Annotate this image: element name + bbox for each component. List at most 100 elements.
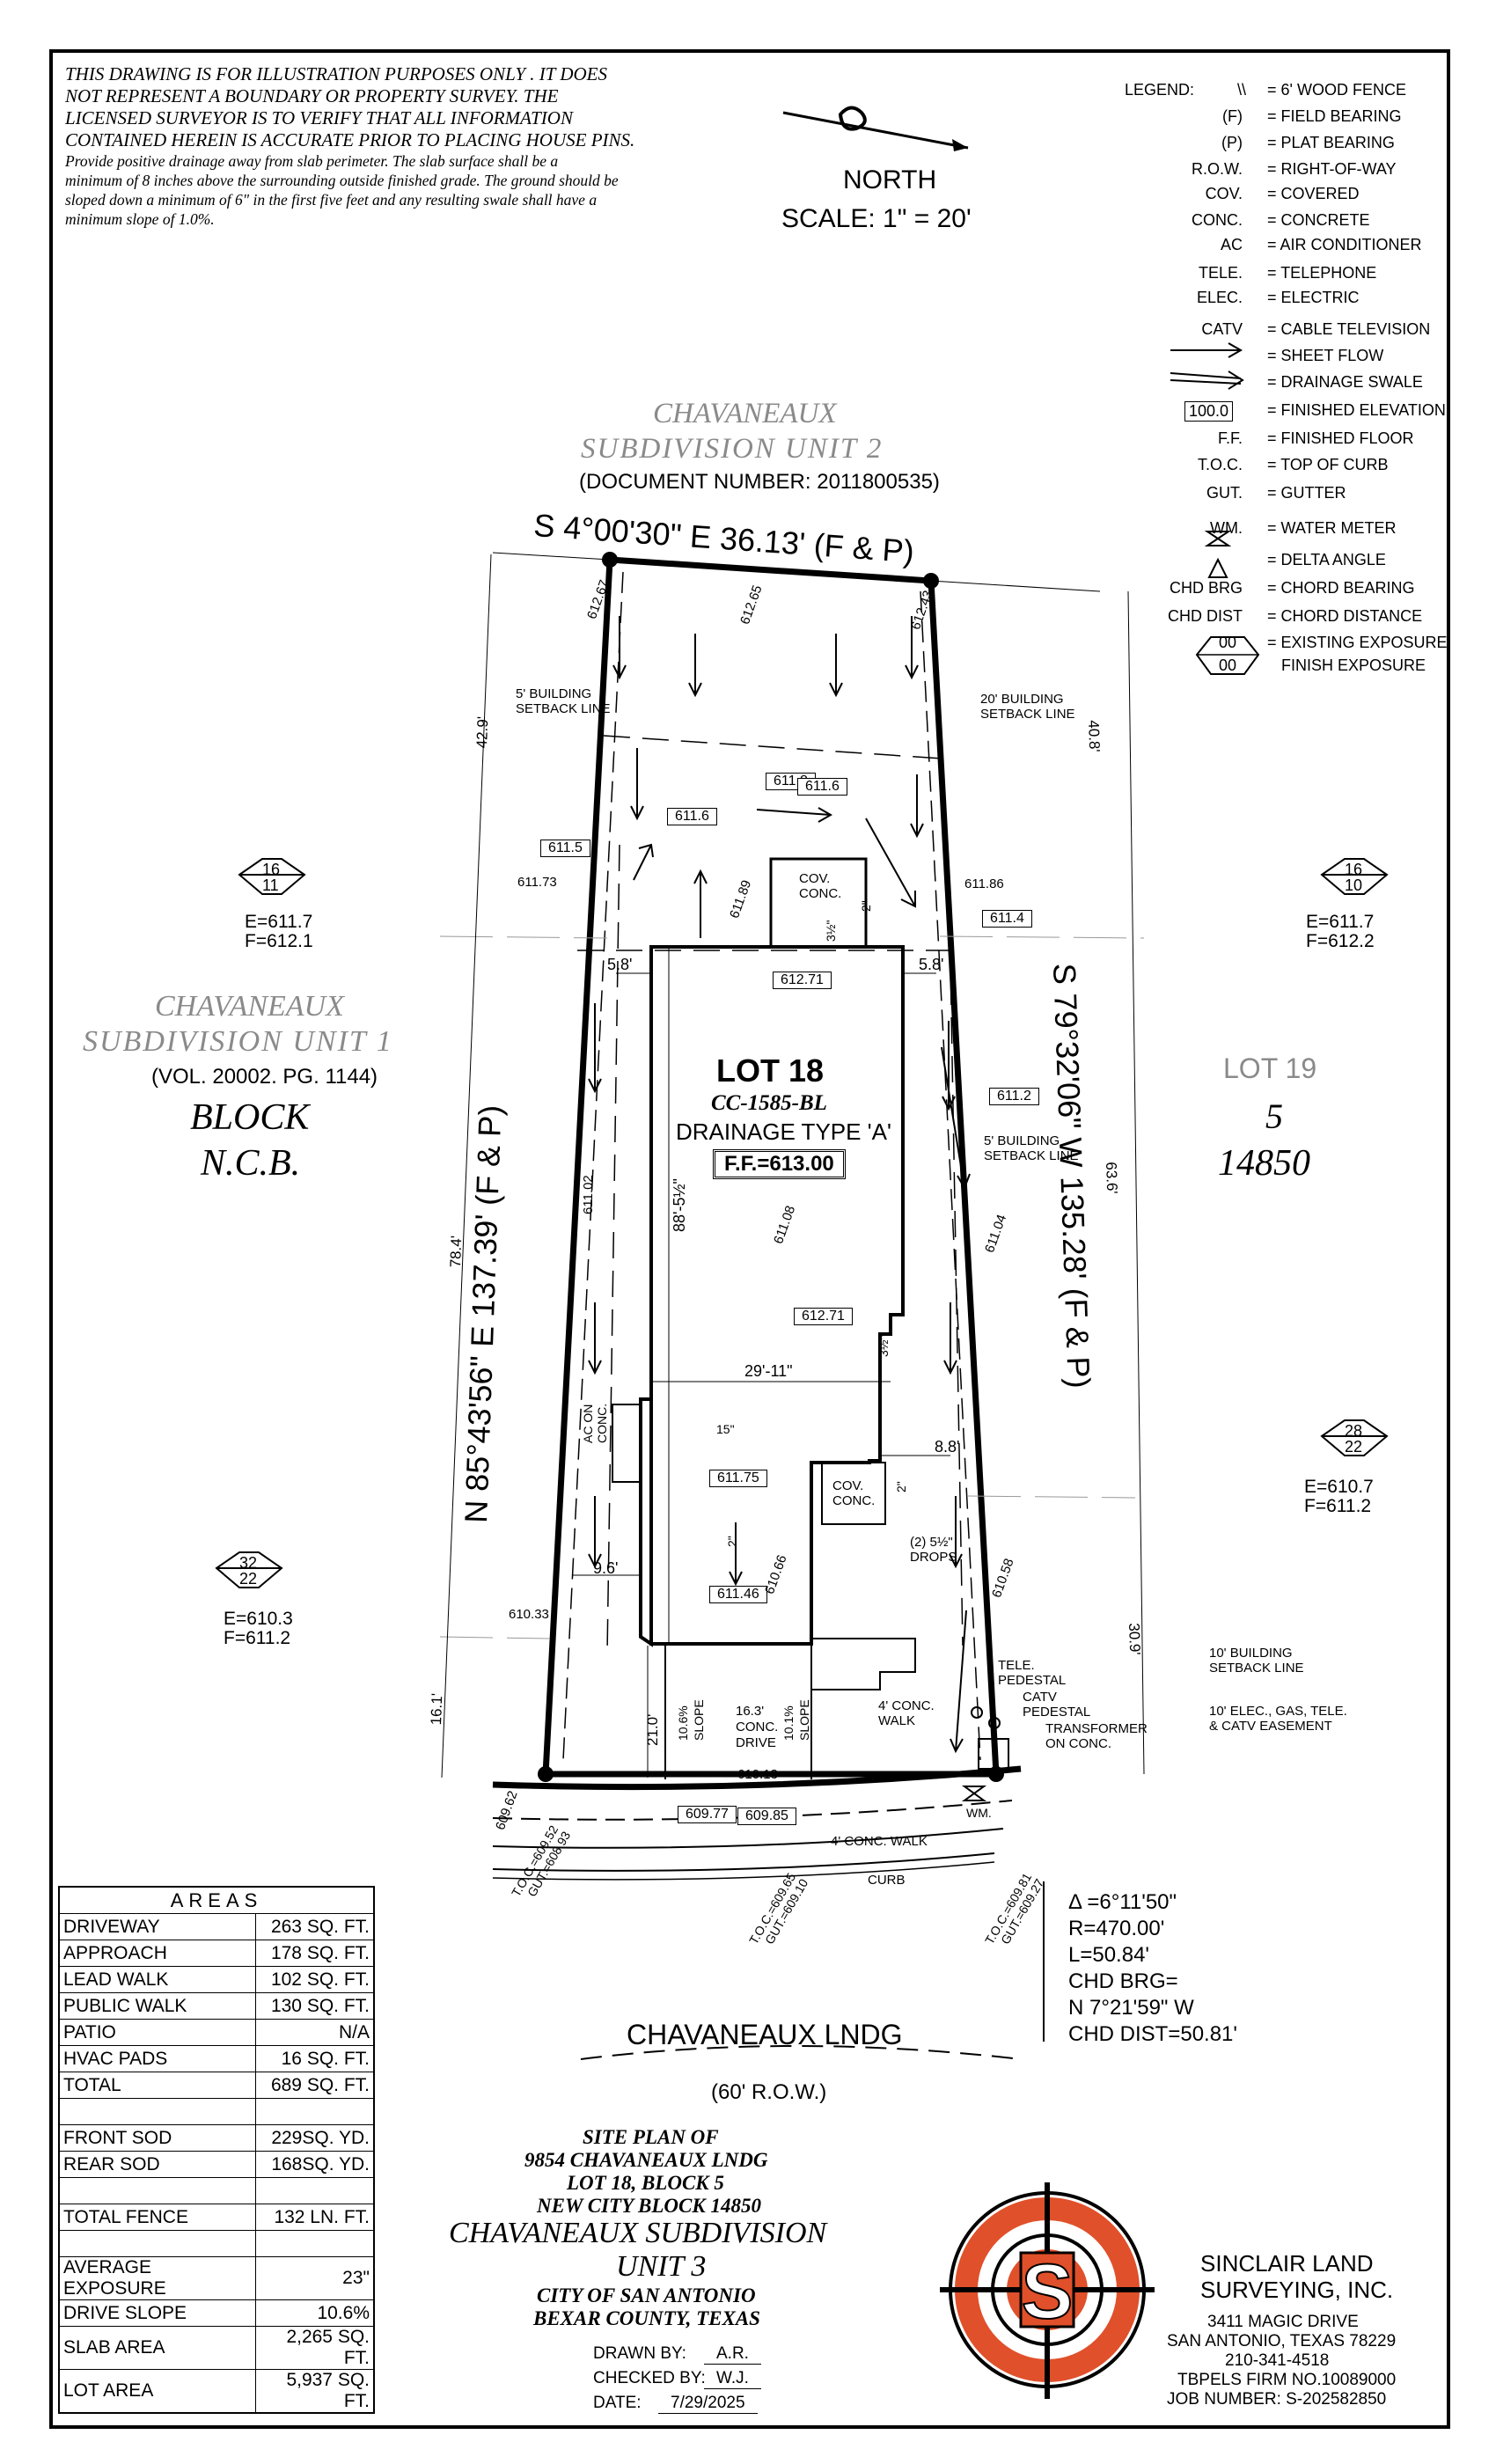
curve-delta: Δ =6°11'50" (1068, 1890, 1177, 1914)
north-label: NORTH (843, 165, 937, 194)
slope-label: SLOPE (692, 1699, 706, 1741)
legend-value: = FINISHED ELEVATION (1267, 401, 1446, 419)
setback-label: 5' BUILDING (516, 686, 592, 701)
area-label: APPROACH (58, 1940, 257, 1967)
area-value: 178 SQ. FT. (255, 1940, 375, 1967)
area-label: SLAB AREA (58, 2326, 257, 2370)
step-label: 15" (716, 1422, 735, 1436)
area-label: TOTAL (58, 2072, 257, 2099)
legend-value: = AIR CONDITIONER (1267, 236, 1422, 253)
easement-label: & CATV EASEMENT (1209, 1719, 1332, 1734)
legend-key: \\ (1236, 81, 1246, 99)
step-label: 2" (894, 1481, 908, 1492)
dim-side-right: 8.8' (935, 1438, 960, 1456)
elevation-box: 609.77 (678, 1806, 737, 1824)
title-unit: UNIT 3 (616, 2250, 707, 2283)
legend-value: = DELTA ANGLE (1267, 551, 1386, 568)
step-label: 3½" (876, 1335, 891, 1357)
driveway (664, 1638, 916, 1779)
drainage-note-line: sloped down a minimum of 6" in the first… (65, 191, 598, 209)
legend-key: CATV (1201, 320, 1243, 338)
covered-concrete-label: COV. (832, 1478, 864, 1493)
drainage-swale-icon (1170, 370, 1244, 390)
area-label: LEAD WALK (58, 1966, 257, 1993)
area-value: 5,937 SQ. FT. (255, 2369, 375, 2414)
walk-label: 4' CONC. (878, 1698, 935, 1713)
drawn-by: A.R. (704, 2344, 761, 2365)
title-city: CITY OF SAN ANTONIO (537, 2284, 756, 2306)
street-row: (60' R.O.W.) (711, 2080, 827, 2104)
elevation-box: 611.5 (540, 840, 590, 858)
exposure-finish: 22 (1345, 1438, 1363, 1456)
transformer-pad (978, 1738, 1009, 1770)
legend-key: GUT. (1206, 484, 1243, 502)
lot-title: LOT 18 (716, 1052, 825, 1089)
drainage-swale-arrows (633, 807, 971, 1754)
public-walk-label: 4' CONC. WALK (831, 1834, 928, 1849)
curve-radius: R=470.00' (1068, 1917, 1165, 1940)
slope-label: 10.6% (676, 1705, 690, 1741)
setback-lines (577, 735, 964, 1655)
elevation-box: 611.8 (766, 773, 816, 791)
legend-key: ELEC. (1196, 289, 1243, 306)
disclaimer-line: THIS DRAWING IS FOR ILLUSTRATION PURPOSE… (65, 63, 607, 84)
date-label: DATE: (593, 2394, 642, 2412)
exposure-finish: 22 (239, 1570, 258, 1588)
legend-key: TELE. (1198, 264, 1243, 282)
area-value: 16 SQ. FT. (255, 2045, 375, 2072)
area-value: 23" (255, 2256, 375, 2300)
legend-value: = SHEET FLOW (1267, 347, 1384, 364)
water-meter-label: WM. (966, 1806, 992, 1820)
setback-label: SETBACK LINE (516, 701, 611, 716)
title-lot-block: LOT 18, BLOCK 5 (567, 2172, 724, 2194)
house-footprint (639, 945, 905, 1647)
legend-value: = GUTTER (1267, 484, 1346, 502)
legend-key: CHD BRG (1169, 579, 1243, 597)
elevation-box: 611.6 (797, 778, 847, 796)
area-value: 689 SQ. FT. (255, 2072, 375, 2099)
chord-distance: CHD DIST=50.81' (1068, 2022, 1237, 2046)
company-name-2: SURVEYING, INC. (1200, 2277, 1394, 2303)
company-address: 3411 MAGIC DRIVE (1207, 2313, 1359, 2331)
legend-value: = FINISHED FLOOR (1267, 429, 1414, 447)
dim-house-depth: 88'-5½" (671, 1178, 688, 1232)
setback-label: SETBACK LINE (1209, 1661, 1304, 1676)
legend-key: CHD DIST (1168, 607, 1243, 625)
title-city-block: NEW CITY BLOCK 14850 (537, 2195, 761, 2217)
title-county: BEXAR COUNTY, TEXAS (533, 2307, 760, 2329)
legend-value: = WATER METER (1267, 519, 1397, 537)
step-label: 3½" (824, 920, 838, 942)
spot-elevation: 611.86 (964, 876, 1004, 891)
exposure-existing: 16 (262, 861, 281, 878)
sheet-flow-arrows (588, 616, 963, 1587)
disclaimer-line: NOT REPRESENT A BOUNDARY OR PROPERTY SUR… (65, 85, 559, 106)
west-subdivision-volume: (VOL. 20002. PG. 1144) (151, 1065, 378, 1089)
pedestal-icon (971, 1706, 983, 1719)
wood-fence (562, 571, 981, 1761)
area-value: 10.6% (255, 2299, 375, 2327)
slope-label: 10.1% (781, 1705, 796, 1741)
street-edges (492, 1765, 1022, 2060)
area-value: 130 SQ. FT. (255, 1992, 375, 2020)
legend-value: = RIGHT-OF-WAY (1267, 160, 1397, 178)
slope-label: SLOPE (797, 1699, 811, 1741)
drive-label: 16.3' (736, 1704, 765, 1719)
elevation-box: 612.71 (773, 972, 832, 990)
area-label: REAR SOD (58, 2151, 257, 2178)
legend-value: = 6' WOOD FENCE (1267, 81, 1406, 99)
ac-label: AC ON (581, 1404, 595, 1443)
legend-value: = CONCRETE (1267, 211, 1370, 229)
elevation-box: 611.6 (667, 808, 717, 826)
covered-porch (821, 1462, 886, 1525)
document-number: (DOCUMENT NUMBER: 2011800535) (579, 470, 940, 494)
curve-length: L=50.84' (1068, 1943, 1150, 1967)
setback-label: SETBACK LINE (984, 1148, 1079, 1163)
legend-key: 00 (1218, 656, 1237, 674)
chord-bearing: N 7°21'59" W (1068, 1996, 1194, 2020)
dimension-lines (441, 554, 1145, 1778)
ac-label: CONC. (595, 1403, 609, 1443)
disclaimer-line: LICENSED SURVEYOR IS TO VERIFY THAT ALL … (65, 107, 573, 128)
